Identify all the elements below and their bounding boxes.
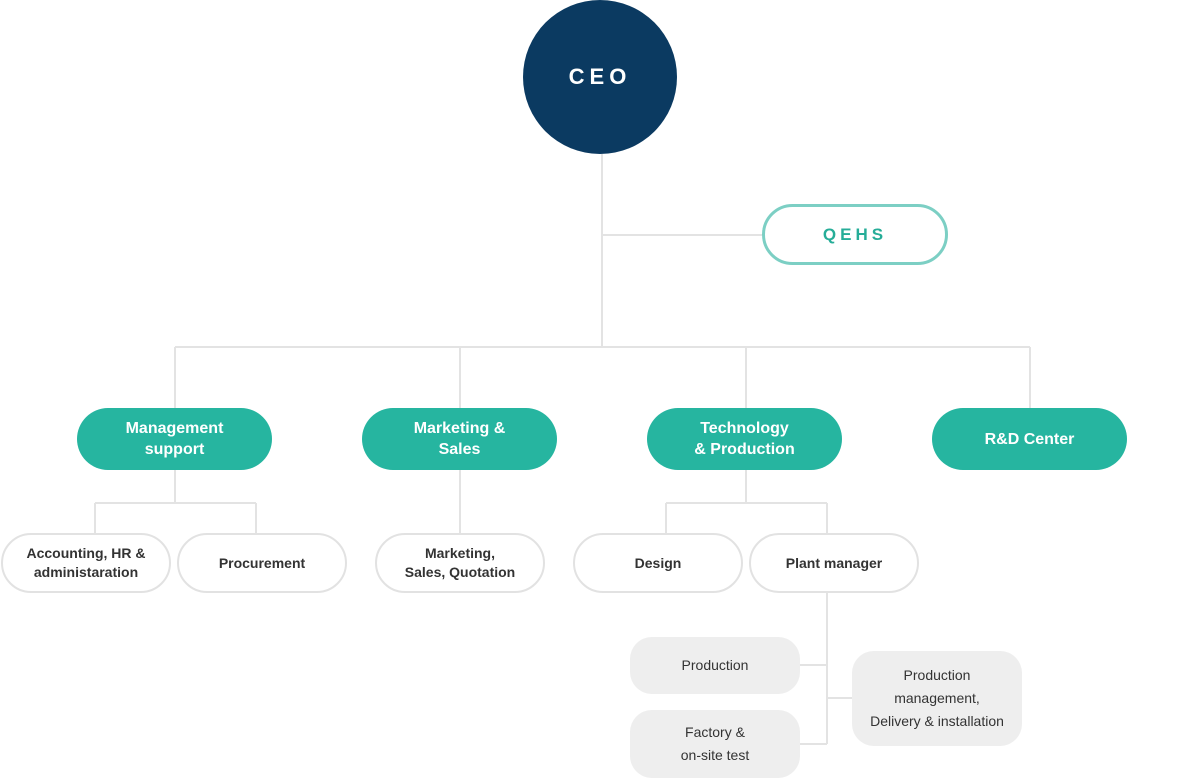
plant-unit-label: Factory & on-site test (680, 724, 750, 763)
department-label: Marketing & Sales (413, 420, 506, 458)
unit-label: Procurement (218, 554, 306, 571)
plant-unit-production-management: Production management, Delivery & instal… (852, 651, 1022, 746)
department-label: Management support (125, 420, 224, 458)
plant-unit-label: Production management, Delivery & instal… (870, 667, 1004, 729)
plant-unit-production: Production (630, 637, 800, 694)
unit-accounting-hr: Accounting, HR & administaration (1, 533, 171, 593)
unit-marketing-quotation: Marketing, Sales, Quotation (375, 533, 545, 593)
unit-label: Design (634, 554, 682, 571)
qehs-node: QEHS (762, 204, 948, 265)
department-label: R&D Center (984, 430, 1075, 448)
department-marketing-sales: Marketing & Sales (362, 408, 557, 470)
unit-plant-manager: Plant manager (749, 533, 919, 593)
department-management-support: Management support (77, 408, 272, 470)
unit-label: Plant manager (785, 554, 883, 571)
unit-label: Marketing, Sales, Quotation (404, 545, 516, 580)
department-technology-production: Technology & Production (647, 408, 842, 470)
qehs-label: QEHS (822, 224, 888, 244)
ceo-node: CEO (523, 0, 677, 154)
ceo-label: CEO (568, 64, 632, 89)
department-label: Technology & Production (694, 420, 795, 458)
unit-design: Design (573, 533, 743, 593)
plant-unit-label: Production (681, 657, 749, 673)
plant-unit-factory-test: Factory & on-site test (630, 710, 800, 778)
department-rd-center: R&D Center (932, 408, 1127, 470)
unit-procurement: Procurement (177, 533, 347, 593)
unit-label: Accounting, HR & administaration (26, 545, 146, 580)
